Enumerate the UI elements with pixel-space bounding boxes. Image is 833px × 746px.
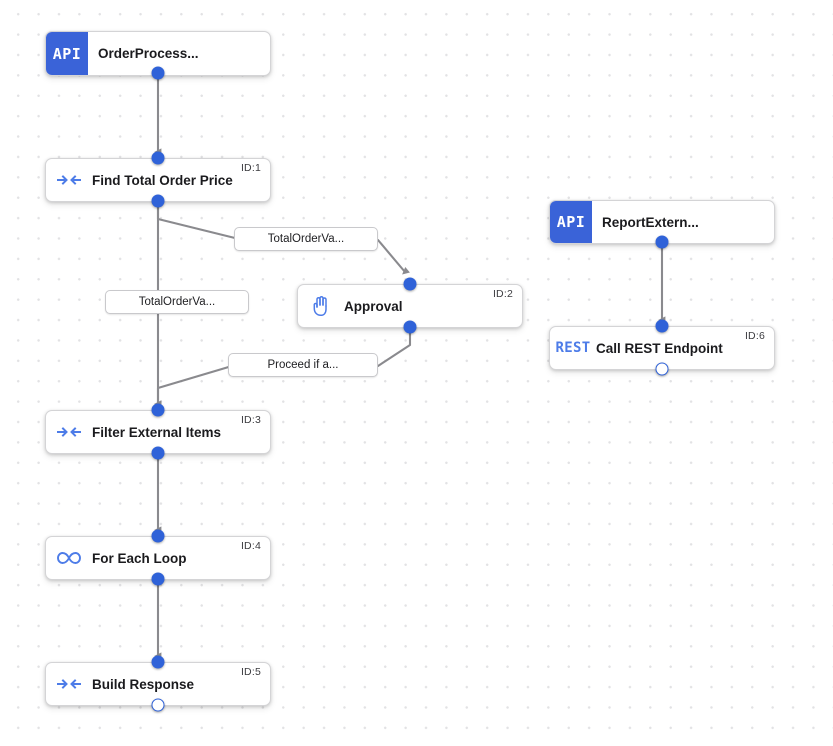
node-port-input[interactable] [151,655,165,669]
node-id-tag: ID:6 [744,330,765,342]
node-port-output[interactable] [655,235,669,249]
rest-badge-label: REST [555,340,591,356]
api-badge-label: API [52,44,82,63]
node-port-input[interactable] [151,151,165,165]
merge-arrows-icon [46,424,92,440]
merge-arrows-icon [46,676,92,692]
node-title: ReportExtern... [602,214,699,230]
node-port-input[interactable] [655,319,669,333]
node-title: Call REST Endpoint [596,340,723,356]
node-id-tag: ID:4 [240,540,261,552]
infinity-icon [46,550,92,566]
node-port-output[interactable] [403,320,417,334]
node-title: Filter External Items [92,424,222,440]
node-title: Build Response [92,676,195,692]
node-title: For Each Loop [92,550,187,566]
api-badge-label: API [556,213,586,231]
node-id-tag: ID:2 [492,288,513,300]
node-title: Approval [344,298,403,314]
node-port-output[interactable] [151,446,165,460]
rest-badge-icon: REST [550,340,596,356]
api-badge-icon: API [550,201,592,243]
node-port-input[interactable] [151,403,165,417]
node-id-tag: ID:3 [240,414,261,426]
hand-icon [298,295,344,317]
edge-label[interactable]: Proceed if a... [228,353,378,377]
node-id-tag: ID:5 [240,666,261,678]
node-title: OrderProcess... [98,46,199,61]
edge-label[interactable]: TotalOrderVa... [234,227,378,251]
merge-arrows-icon [46,172,92,188]
node-port-output[interactable] [151,66,165,80]
edge-label[interactable]: TotalOrderVa... [105,290,249,314]
node-title: Find Total Order Price [92,172,233,188]
node-port-output[interactable] [151,572,165,586]
node-port-input[interactable] [151,529,165,543]
node-id-tag: ID:1 [240,162,261,174]
node-port-output[interactable] [655,362,669,376]
node-port-output[interactable] [151,698,165,712]
api-badge-icon: API [46,32,88,75]
node-port-output[interactable] [151,194,165,208]
node-port-input[interactable] [403,277,417,291]
